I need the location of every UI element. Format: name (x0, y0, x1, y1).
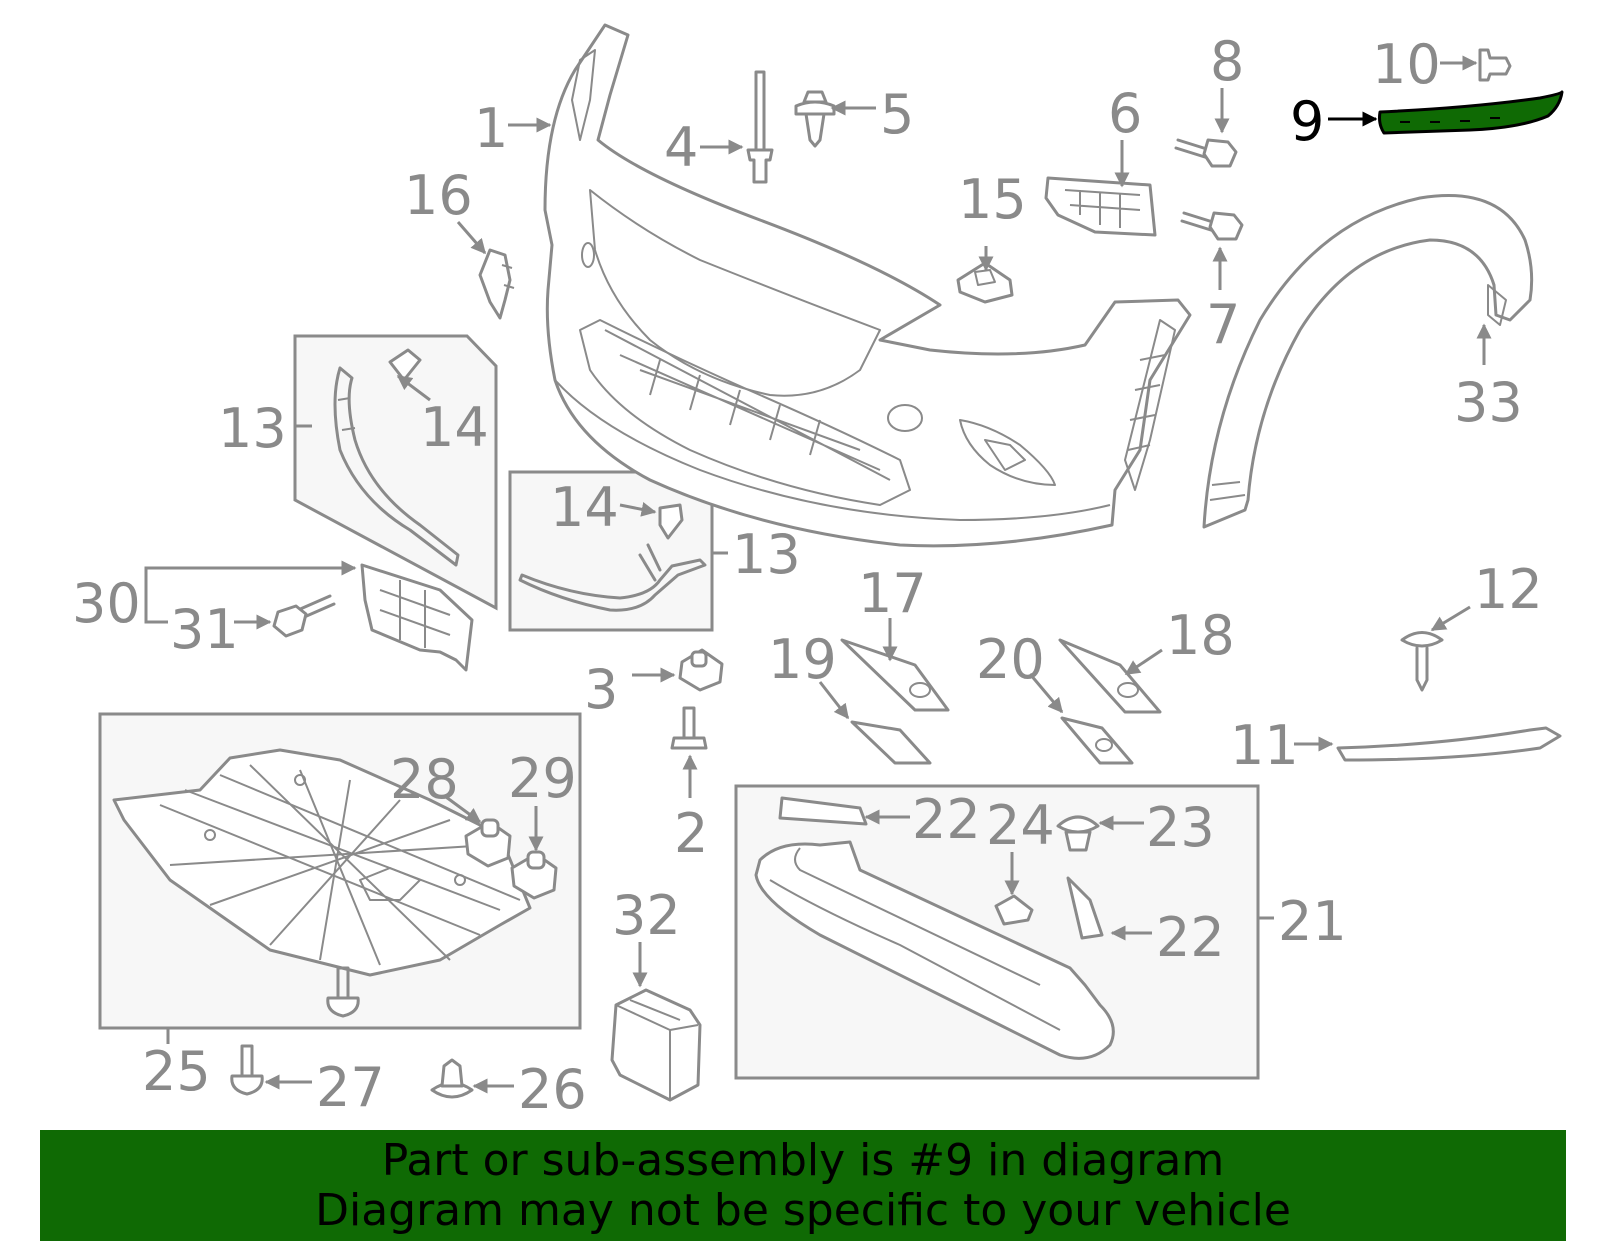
info-banner: Part or sub-assembly is #9 in diagram Di… (40, 1130, 1566, 1241)
callout-26: 26 (518, 1058, 587, 1121)
callout-23: 23 (1146, 796, 1215, 859)
callout-14-left: 14 (420, 396, 489, 459)
callout-25: 25 (142, 1040, 211, 1103)
callout-2: 2 (674, 802, 708, 865)
part-7-bolt (1180, 211, 1244, 241)
callout-10: 10 (1372, 33, 1441, 96)
callout-29: 29 (508, 747, 577, 810)
callout-16: 16 (404, 164, 473, 227)
part-1-bumper-cover (543, 23, 1192, 548)
part-33-wheel-arch-flare (1202, 194, 1534, 529)
group-box-13-left (293, 334, 498, 611)
part-14-clip-center (658, 503, 684, 540)
callout-22-top: 22 (912, 788, 981, 851)
callout-31: 31 (170, 598, 239, 661)
callout-21: 21 (1278, 890, 1347, 953)
part-18-bracket (1058, 638, 1162, 714)
callout-9: 9 (1290, 90, 1324, 153)
part-30-license-bracket (360, 563, 474, 672)
callout-32: 32 (612, 884, 681, 947)
part-16-bracket (478, 248, 515, 320)
callout-3: 3 (584, 658, 618, 721)
part-8-bolt (1174, 138, 1238, 168)
part-20-bracket (1060, 716, 1134, 765)
callout-5: 5 (880, 83, 914, 146)
callout-30: 30 (72, 572, 141, 635)
part-4-rivet (746, 70, 774, 184)
banner-line-2: Diagram may not be specific to your vehi… (315, 1184, 1291, 1236)
callout-14-center: 14 (550, 476, 619, 539)
part-22-bracket-right (1066, 876, 1104, 940)
callout-19: 19 (768, 628, 837, 691)
part-5-push-clip (794, 90, 836, 148)
part-3-nut (678, 648, 724, 692)
part-32-sensor (610, 988, 702, 1102)
callout-13-left: 13 (218, 397, 287, 460)
callout-15: 15 (958, 168, 1027, 231)
part-14-clip-left (388, 348, 422, 382)
part-27-bolt (230, 1044, 264, 1096)
callout-labels: 1 4 5 6 8 7 9 10 33 15 16 13 14 14 13 30… (72, 30, 1543, 1121)
callout-27: 27 (316, 1056, 385, 1119)
callout-33: 33 (1454, 371, 1523, 434)
callout-1: 1 (474, 97, 508, 160)
callout-24: 24 (986, 794, 1055, 857)
part-25-bolt (326, 966, 360, 1018)
part-13-grille-molding-left (333, 366, 460, 567)
part-26-clip (430, 1058, 474, 1099)
part-31-bolt (272, 594, 336, 638)
callout-6: 6 (1108, 82, 1142, 145)
callout-4: 4 (664, 116, 698, 179)
part-12-screw (1400, 631, 1444, 692)
part-23-clip (1056, 815, 1100, 852)
callout-28: 28 (390, 748, 459, 811)
banner-line-1: Part or sub-assembly is #9 in diagram (381, 1134, 1225, 1186)
part-9-molding-highlighted (1378, 90, 1564, 135)
part-6-bracket (1044, 176, 1157, 237)
callout-20: 20 (976, 628, 1045, 691)
callout-12: 12 (1474, 558, 1543, 621)
callout-22-right: 22 (1156, 906, 1225, 969)
callout-13-center: 13 (732, 523, 801, 586)
part-17-bracket (840, 638, 950, 712)
leader-lines (144, 55, 1492, 1094)
callout-8: 8 (1210, 30, 1244, 93)
part-13-grille-molding-center (518, 543, 707, 612)
part-2-bolt (670, 706, 708, 750)
callout-11: 11 (1230, 714, 1299, 777)
part-24-clip (994, 894, 1034, 926)
part-28-nut (464, 818, 512, 868)
part-25-under-cover (112, 748, 532, 977)
callout-17: 17 (858, 562, 927, 625)
part-10-screw (1478, 48, 1512, 82)
part-19-bracket (850, 720, 932, 765)
callout-7: 7 (1206, 293, 1240, 356)
part-11-strip (1336, 726, 1562, 762)
part-21-deflector (754, 840, 1115, 1060)
part-29-nut (510, 850, 558, 900)
callout-18: 18 (1166, 604, 1235, 667)
